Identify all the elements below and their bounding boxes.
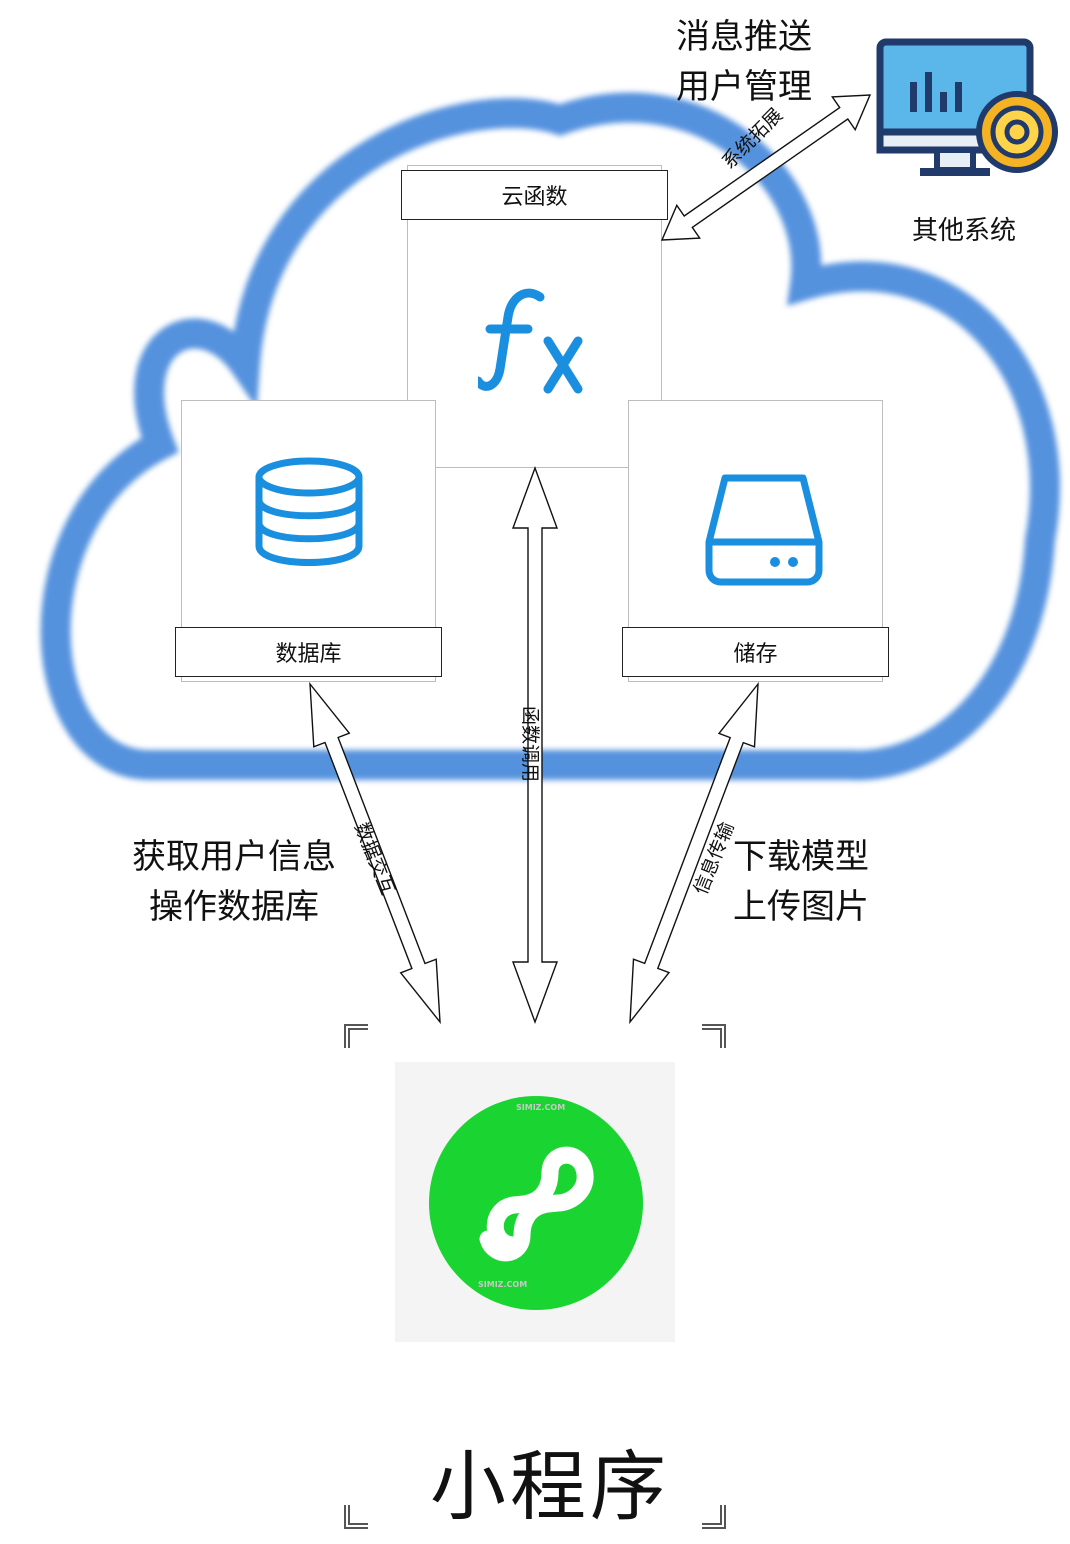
storage-card-label: 储存 <box>622 627 889 677</box>
external-features: 消息推送 用户管理 <box>676 12 812 112</box>
storage-drive-icon <box>705 474 823 586</box>
watermark-center: SIMIZ.COM <box>478 1280 528 1289</box>
feature-user-management: 用户管理 <box>676 67 812 107</box>
database-card-label: 数据库 <box>175 627 442 677</box>
external-system-label: 其他系统 <box>912 216 1017 246</box>
watermark-top: SIMIZ.COM <box>516 1103 566 1112</box>
monitor-chart-gear-icon <box>876 38 1058 176</box>
right-notes: 下载模型 上传图片 <box>733 832 869 932</box>
note-download-model: 下载模型 <box>733 837 869 877</box>
function-card-label: 云函数 <box>401 170 668 220</box>
note-get-user-info: 获取用户信息 <box>132 837 336 877</box>
feature-message-push: 消息推送 <box>676 17 812 57</box>
mini-program-title: 小程序 <box>430 1442 670 1531</box>
mini-program-logo-icon <box>429 1096 643 1310</box>
fx-icon <box>478 288 583 394</box>
note-upload-image: 上传图片 <box>733 887 869 927</box>
left-notes: 获取用户信息 操作数据库 <box>132 832 336 932</box>
database-icon <box>255 457 363 566</box>
note-operate-database: 操作数据库 <box>149 887 319 927</box>
